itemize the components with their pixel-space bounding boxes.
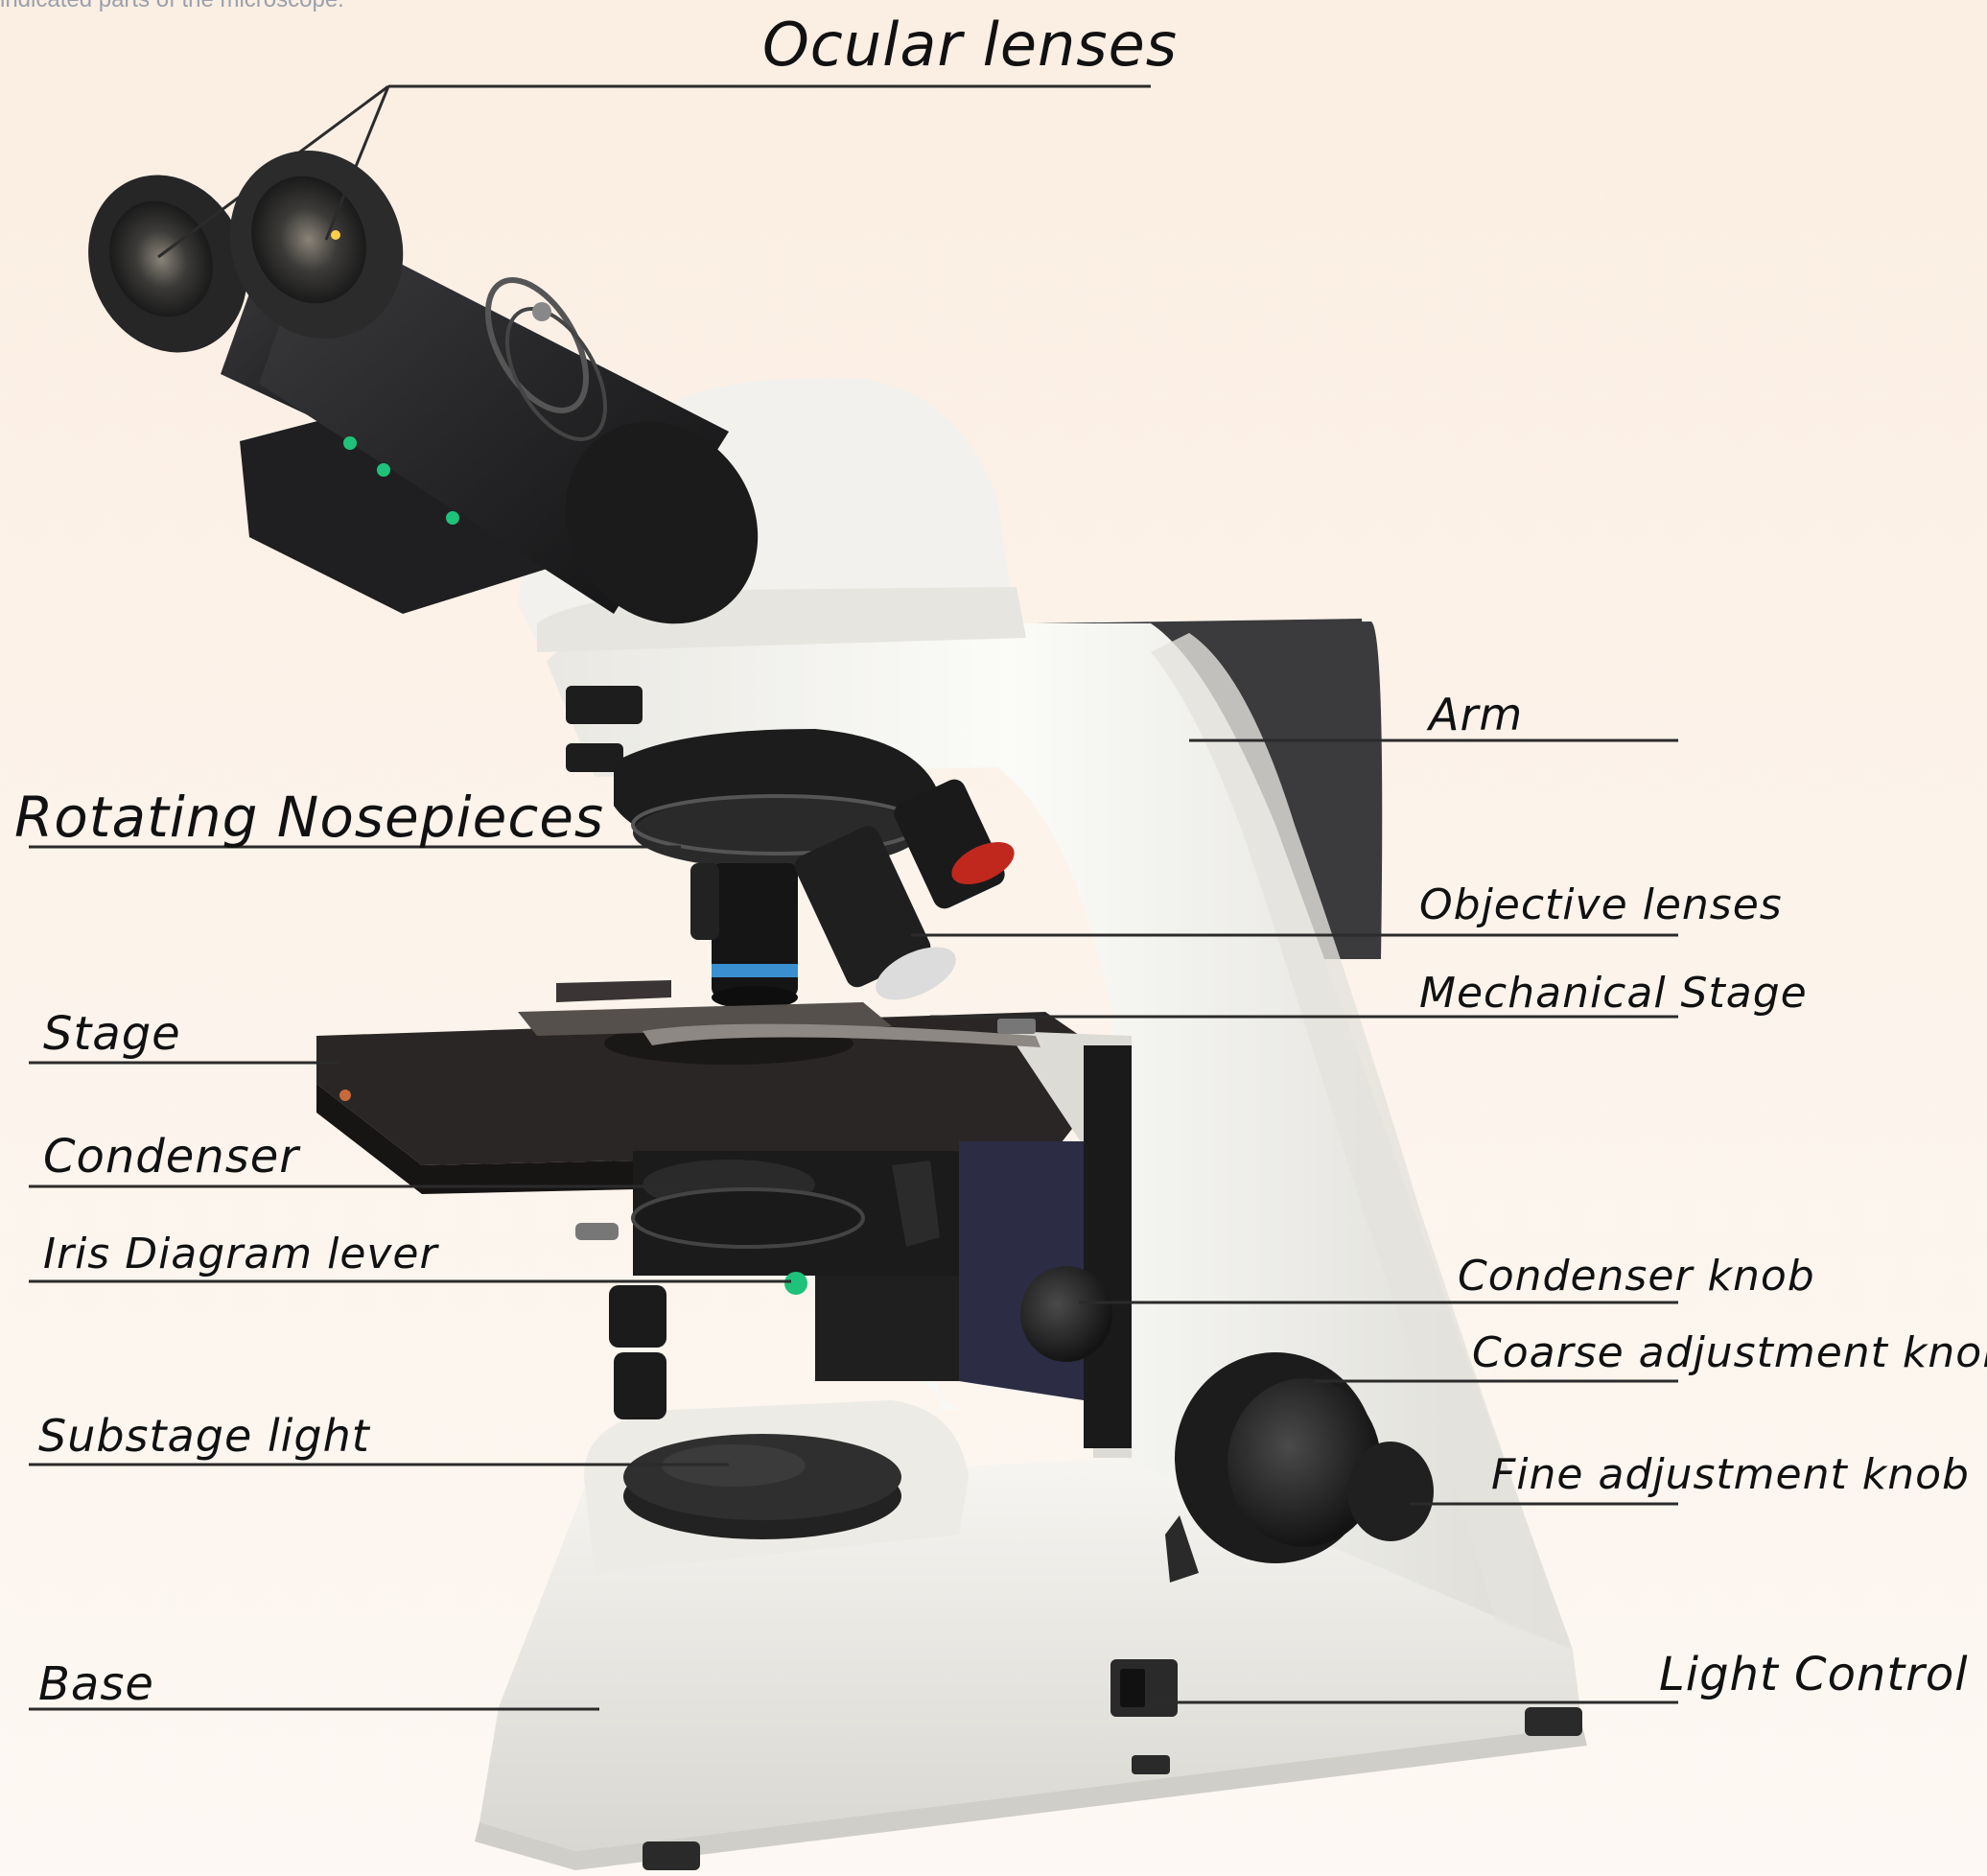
label-condenser-knob: Condenser knob [1458, 1252, 1815, 1301]
label-condenser: Condenser [43, 1130, 299, 1184]
label-light-control: Light Control [1659, 1648, 1969, 1701]
eyepiece-assembly [59, 122, 797, 661]
light-control-switch [1110, 1659, 1178, 1717]
label-base: Base [38, 1657, 154, 1711]
label-arm: Arm [1429, 689, 1523, 740]
label-iris-diagram-lever: Iris Diagram lever [43, 1230, 438, 1278]
label-rotating-nosepieces: Rotating Nosepieces [14, 785, 604, 850]
label-mechanical-stage: Mechanical Stage [1419, 969, 1808, 1018]
label-substage-light: Substage light [38, 1410, 370, 1462]
label-stage: Stage [43, 1007, 181, 1061]
label-ocular-lenses: Ocular lenses [762, 10, 1178, 80]
label-coarse-adjustment-knob: Coarse adjustment knob [1472, 1328, 1987, 1377]
label-fine-adjustment-knob: Fine adjustment knob [1491, 1450, 1970, 1499]
label-objective-lenses: Objective lenses [1419, 880, 1783, 929]
